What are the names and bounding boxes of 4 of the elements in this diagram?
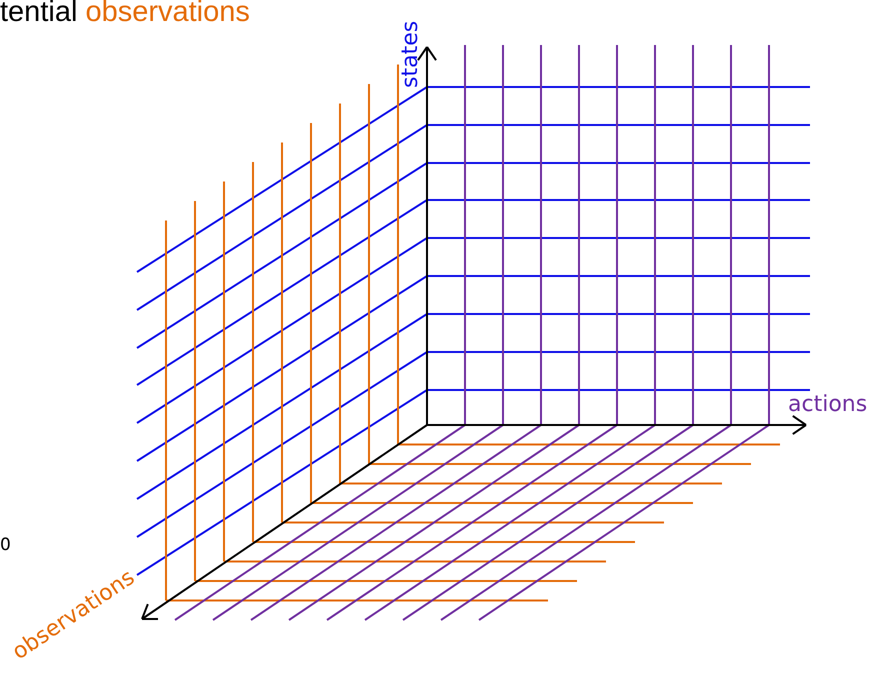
- axis-label: states: [398, 20, 423, 88]
- axis-label: actions: [788, 392, 868, 417]
- axis-tick-label: 0: [0, 535, 11, 555]
- title: tential observations: [0, 0, 250, 29]
